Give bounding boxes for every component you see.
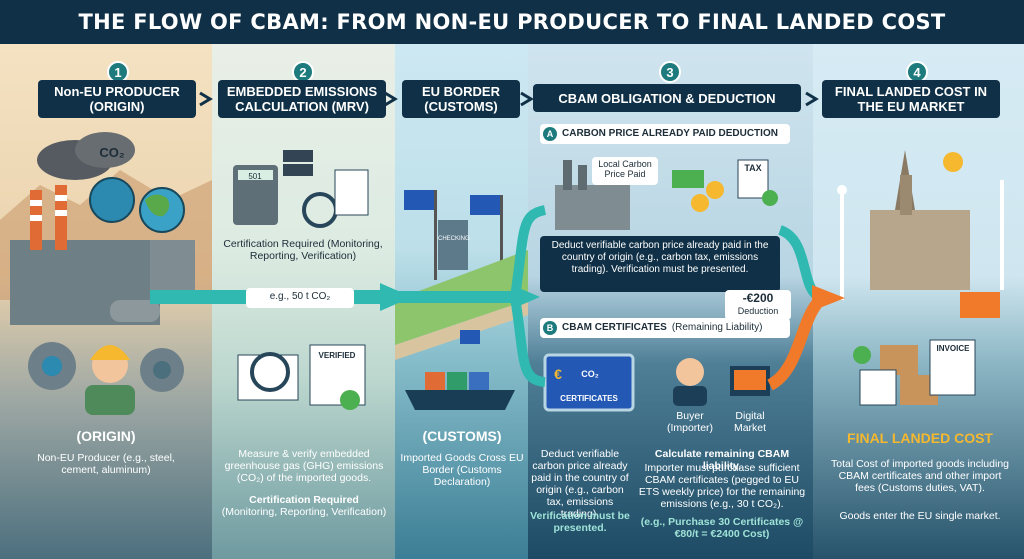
mrv-description: Measure & verify embedded greenhouse gas…	[224, 448, 384, 484]
certification-bottom-text: (Monitoring, Reporting, Verification)	[221, 506, 387, 518]
header-border: EU BORDER (CUSTOMS)	[402, 80, 520, 118]
header-producer: Non-EU PRODUCER (ORIGIN)	[38, 80, 196, 118]
deduction-label: Deduction	[737, 306, 779, 316]
section-a-description: Deduct verifiable carbon price already p…	[540, 236, 780, 292]
section-b-title: CBAM CERTIFICATES	[562, 322, 667, 333]
origin-section-title: (ORIGIN)	[76, 428, 136, 444]
deduction-box: -€200 Deduction	[725, 290, 791, 320]
euro-symbol: €	[554, 366, 562, 382]
customs-section-title: (CUSTOMS)	[422, 428, 502, 444]
certification-top-text: Certification Required (Monitoring, Repo…	[223, 238, 383, 262]
co2-cloud-label: CO₂	[99, 145, 125, 160]
invoice-label: INVOICE	[936, 344, 970, 353]
final-landed-cost-title: FINAL LANDED COST	[847, 430, 993, 446]
title-bar: THE FLOW OF CBAM: FROM NON-EU PRODUCER T…	[0, 0, 1024, 44]
section-b-left-description: Deduct verifiable carbon price already p…	[531, 448, 629, 520]
step-number-3: 3	[659, 61, 681, 83]
section-b-verification: Verification must be presented.	[530, 510, 630, 534]
customs-description: Imported Goods Cross EU Border (Customs …	[400, 452, 524, 488]
verified-document-label: VERIFIED	[318, 351, 356, 360]
section-a-banner: A CARBON PRICE ALREADY PAID DEDUCTION	[540, 124, 790, 144]
section-a-letter: A	[543, 127, 557, 141]
liability-description: Importer must purchase sufficient CBAM c…	[638, 462, 806, 510]
section-b-subtitle: (Remaining Liability)	[671, 322, 763, 333]
header-final: FINAL LANDED COST IN THE EU MARKET	[822, 80, 1000, 118]
deduction-amount: -€200	[742, 291, 774, 305]
certificate-label: CERTIFICATES	[560, 394, 618, 403]
buyer-label: Buyer (Importer)	[666, 410, 714, 434]
liability-example: (e.g., Purchase 30 Certificates @ €80/t …	[640, 516, 804, 540]
final-description-2: Goods enter the EU single market.	[839, 510, 1001, 522]
final-description: Total Cost of imported goods including C…	[830, 458, 1010, 494]
certificate-co2: CO₂	[581, 369, 599, 379]
emissions-flow-label: e.g., 50 t CO₂	[246, 288, 354, 308]
section-b-banner: B CBAM CERTIFICATES (Remaining Liability…	[540, 318, 790, 338]
market-label: Digital Market	[733, 410, 767, 434]
section-a-title: CARBON PRICE ALREADY PAID DEDUCTION	[562, 128, 778, 139]
calculator-display: 501	[248, 172, 262, 181]
header-mrv: EMBEDDED EMISSIONS CALCULATION (MRV)	[218, 80, 386, 118]
tax-document-label: TAX	[744, 163, 762, 173]
checkpoint-sign: CHECKING	[438, 236, 470, 242]
origin-description: Non-EU Producer (e.g., steel, cement, al…	[37, 452, 175, 476]
page-title: THE FLOW OF CBAM: FROM NON-EU PRODUCER T…	[78, 10, 946, 34]
header-obligation: CBAM OBLIGATION & DEDUCTION	[533, 84, 801, 112]
liability-title: Calculate remaining CBAM liability.	[654, 448, 790, 472]
local-carbon-tag: Local Carbon Price Paid	[592, 157, 658, 185]
certification-bottom-title: Certification Required	[249, 494, 359, 506]
section-b-letter: B	[543, 321, 557, 335]
